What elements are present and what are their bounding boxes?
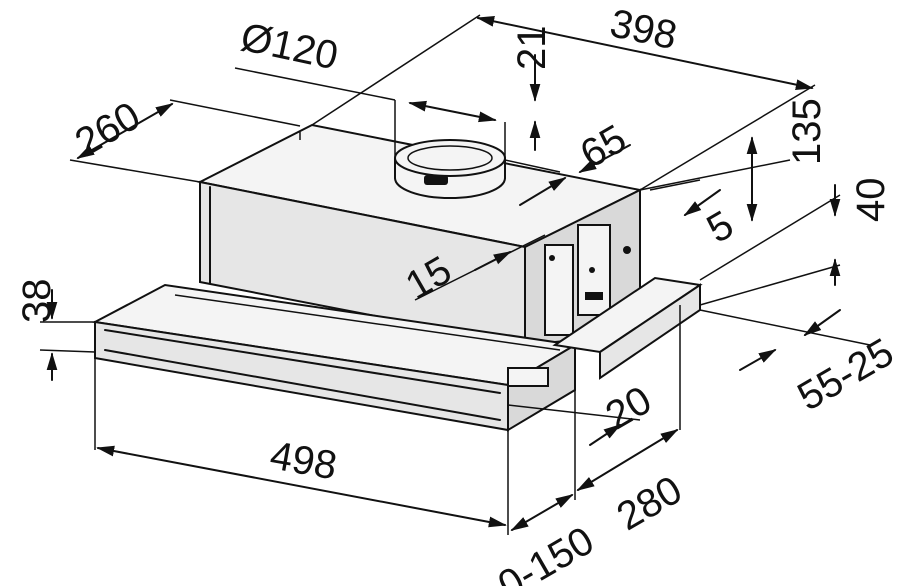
screw [623, 246, 631, 254]
ext-line [507, 404, 641, 421]
dim-line-498 [96, 445, 507, 528]
ext-line [169, 99, 301, 127]
rail-bracket [507, 367, 549, 387]
collar-clip [424, 175, 448, 185]
dim-line-120 [408, 100, 497, 123]
dim-line-280 [576, 429, 679, 491]
dim-line-55-25 [803, 309, 841, 337]
ext-line [639, 84, 816, 191]
dim-line-398 [476, 16, 814, 90]
label-498: 498 [267, 433, 340, 488]
label-21: 21 [510, 26, 554, 71]
label-280: 280 [610, 468, 690, 539]
label-398: 398 [606, 1, 680, 58]
label-5: 5 [700, 203, 741, 252]
label-65: 65 [573, 117, 634, 177]
label-135: 135 [785, 98, 829, 165]
screw [589, 267, 595, 273]
dim-line-65 [519, 177, 567, 206]
connector [585, 292, 603, 300]
exhaust-collar [394, 139, 506, 199]
dim-line-0-150 [510, 494, 574, 531]
dim-line-5 [683, 189, 721, 217]
label-40: 40 [849, 178, 893, 223]
label-38: 38 [15, 279, 59, 324]
ext-line [234, 67, 396, 101]
ext-line [504, 159, 561, 173]
ext-line [699, 194, 841, 281]
ext-line [699, 309, 871, 346]
dimension-lines [39, 14, 871, 535]
dim-line-15 [474, 251, 512, 271]
ext-line [311, 14, 481, 126]
label-20: 20 [598, 378, 659, 438]
collar-inner [407, 145, 493, 171]
dim-line-260 [76, 103, 174, 159]
screw [549, 255, 555, 261]
label-260: 260 [68, 94, 148, 165]
label-55-25: 55-25 [790, 330, 900, 419]
control-box [544, 244, 574, 336]
label-diameter-120: Ø120 [237, 15, 342, 78]
ext-line [639, 159, 791, 191]
